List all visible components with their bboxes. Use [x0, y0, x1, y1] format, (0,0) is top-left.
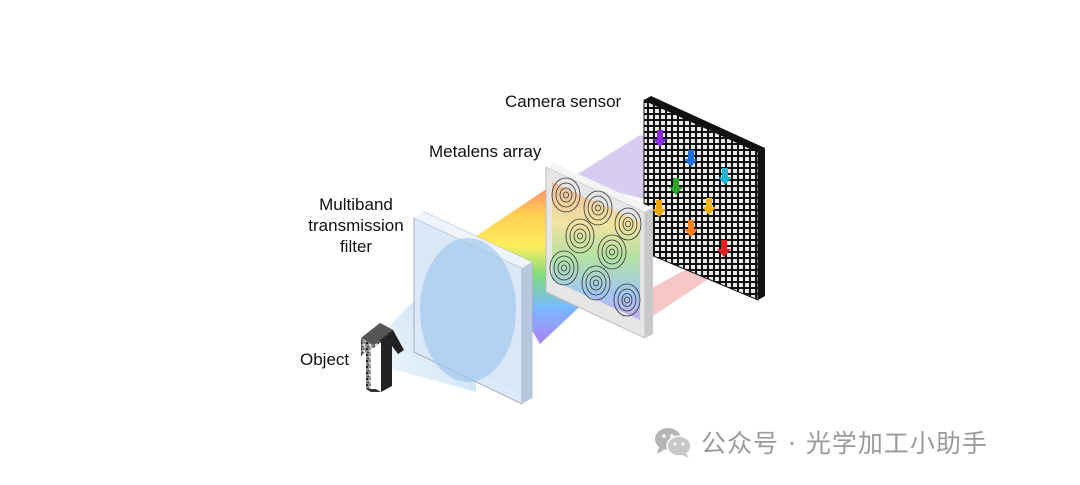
object-arrow	[361, 323, 404, 392]
metalens-4	[565, 218, 595, 254]
metalens-array-label: Metalens array	[429, 142, 542, 161]
transmission-filter	[413, 211, 533, 405]
gold-arrow-icon	[702, 198, 716, 215]
blue-arrow-icon	[684, 150, 698, 167]
metalens-5	[597, 234, 627, 270]
filter-label-line-1: Multiband	[319, 195, 393, 214]
metalens-8	[613, 283, 641, 317]
violet-arrow-icon	[653, 130, 667, 147]
camera-sensor-label: Camera sensor	[505, 92, 622, 111]
green-arrow-icon	[669, 178, 683, 195]
metalens-3	[614, 207, 642, 241]
camera-sensor	[643, 96, 765, 301]
metalens-1	[551, 177, 581, 213]
object-label: Object	[300, 350, 350, 369]
yellow-arrow-icon	[652, 200, 666, 217]
orange-arrow-icon	[684, 220, 698, 237]
metalens-2	[583, 190, 613, 226]
cyan-arrow-icon	[718, 168, 732, 185]
sensor-arrows	[652, 130, 732, 257]
metalens-array	[545, 163, 653, 339]
watermark: 公众号 · 光学加工小助手	[653, 424, 988, 460]
watermark-text: 公众号 · 光学加工小助手	[701, 429, 988, 458]
filter-label-line-2: transmission	[308, 216, 404, 235]
filter-label: Multiband transmission filter	[300, 194, 412, 257]
filter-aperture	[420, 238, 516, 382]
metalens-6	[549, 250, 579, 286]
red-arrow-icon	[717, 240, 731, 257]
filter-label-line-3: filter	[339, 237, 373, 256]
wechat-icon	[655, 428, 692, 458]
metalens-7	[581, 265, 611, 301]
